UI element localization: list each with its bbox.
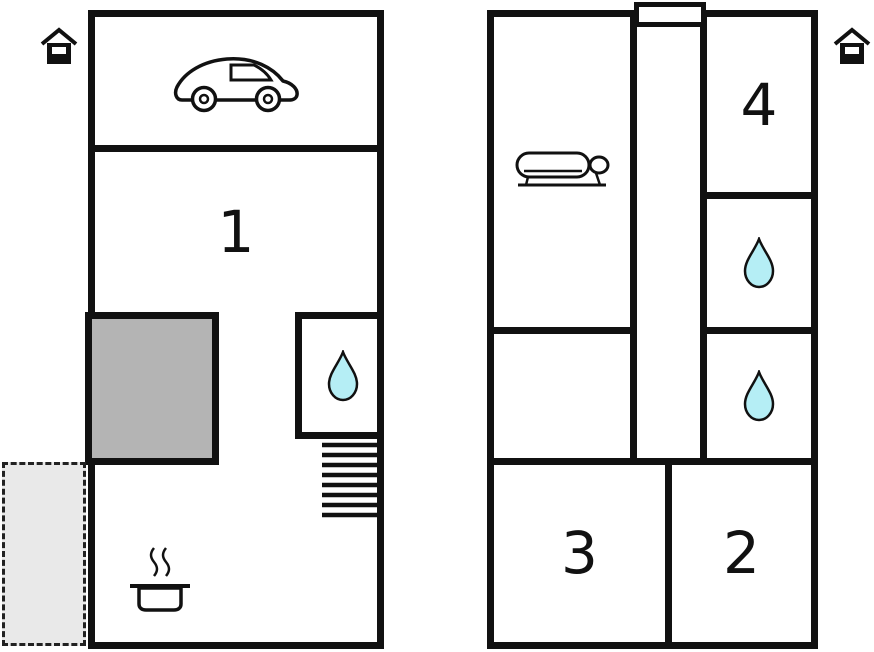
room-3-label: 3 bbox=[561, 519, 598, 587]
room-1: 1 bbox=[95, 152, 377, 312]
wall bbox=[700, 327, 818, 334]
car-icon bbox=[172, 49, 300, 113]
room-3: 3 bbox=[494, 465, 665, 641]
water-drop-icon bbox=[325, 347, 361, 402]
wall bbox=[487, 327, 637, 334]
room-2-label: 2 bbox=[723, 519, 760, 587]
first-floor-bathroom-lower bbox=[707, 334, 811, 458]
ground-floor-bathroom bbox=[295, 312, 384, 439]
first-floor-bathroom-upper bbox=[707, 199, 811, 327]
cooking-pot-icon bbox=[126, 544, 194, 616]
house-icon bbox=[40, 27, 78, 67]
water-drop-icon bbox=[741, 368, 777, 422]
chimney bbox=[634, 2, 706, 27]
room-4-label: 4 bbox=[740, 70, 778, 139]
garage-room bbox=[95, 17, 377, 145]
wall bbox=[88, 145, 384, 152]
room-2: 2 bbox=[672, 465, 811, 641]
living-room bbox=[494, 17, 630, 327]
wall bbox=[487, 458, 818, 465]
sofa-icon bbox=[514, 145, 610, 199]
wall bbox=[700, 192, 818, 199]
room-4: 4 bbox=[707, 17, 811, 192]
wall bbox=[700, 15, 707, 465]
house-icon bbox=[833, 27, 871, 67]
open-terrace-area bbox=[2, 462, 86, 646]
wall bbox=[665, 458, 672, 649]
room-1-label: 1 bbox=[217, 198, 255, 266]
water-drop-icon bbox=[741, 235, 777, 289]
stairs bbox=[322, 442, 379, 519]
wall bbox=[630, 15, 637, 465]
covered-terrace-area bbox=[85, 312, 219, 465]
